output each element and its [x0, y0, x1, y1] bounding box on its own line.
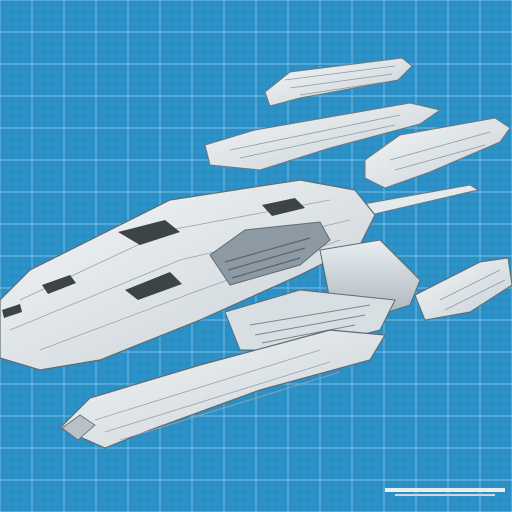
upper-engine-pod — [264, 57, 413, 107]
lower-prow — [58, 329, 387, 449]
right-nacelle — [364, 117, 511, 189]
central-intake — [209, 221, 331, 286]
scale-bar — [385, 488, 505, 496]
cockpit-window — [118, 220, 180, 245]
upper-wing-nacelle — [204, 102, 442, 171]
